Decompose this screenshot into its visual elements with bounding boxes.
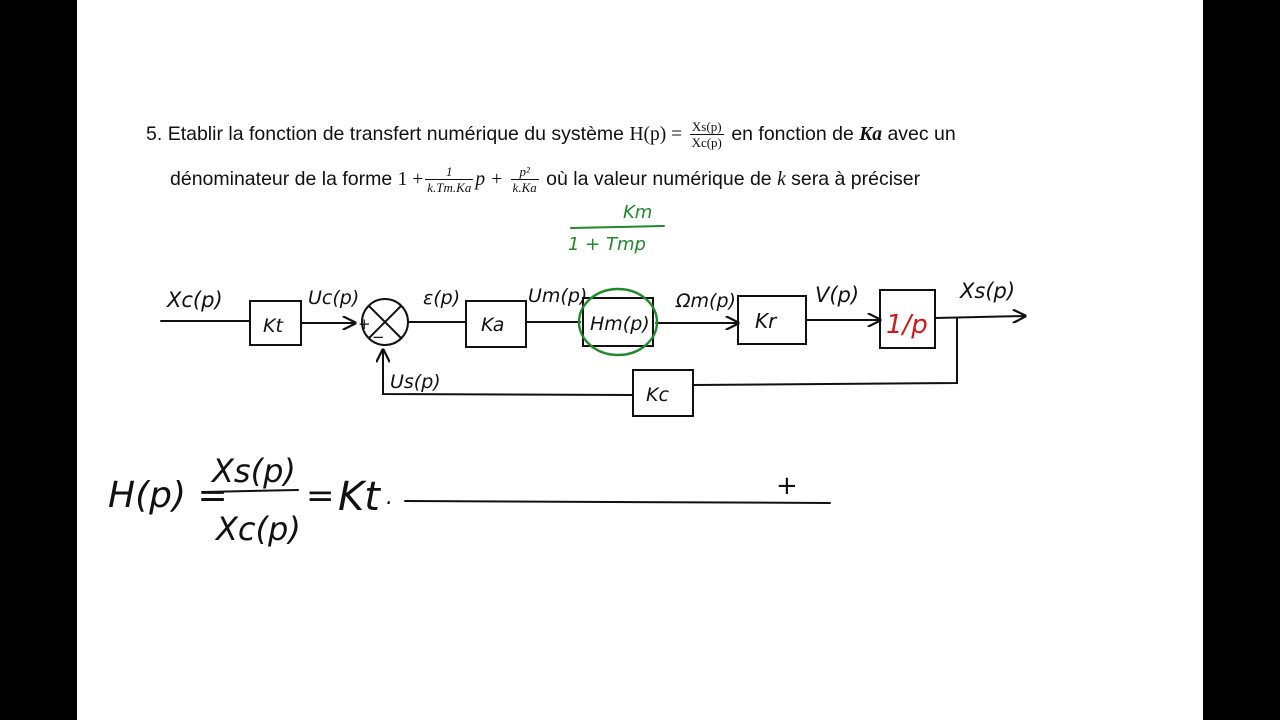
line-feedback-right <box>692 317 958 386</box>
block-kc-label: Kc <box>646 384 669 406</box>
question-text: 5. Etablir la fonction de transfert numé… <box>146 112 1146 202</box>
label-xc: Xc(p) <box>166 288 223 312</box>
hm-highlight-circle <box>577 287 659 357</box>
line-feedback-left <box>383 350 634 396</box>
equation-lhs: H(p) = <box>108 475 228 516</box>
frac2-num: p² <box>510 164 539 181</box>
block-kr-label: Kr <box>755 309 778 333</box>
denom-one-plus: 1 + <box>397 169 424 190</box>
block-kr <box>737 295 807 345</box>
h-lhs: H(p) = <box>629 124 683 145</box>
label-uc: Uc(p) <box>308 287 359 309</box>
denom-p-plus: p + <box>475 169 504 190</box>
summer-plus: + <box>358 315 371 333</box>
label-omega: Ωm(p) <box>675 290 736 312</box>
h-fraction: Xs(p)Xc(p) <box>689 119 724 151</box>
cursor-crosshair-icon: + <box>776 471 798 501</box>
equation-fraction-bar <box>203 489 299 493</box>
equation-blank-line <box>404 500 831 504</box>
label-um: Um(p) <box>528 285 587 307</box>
equation-numerator: Xs(p) <box>210 452 296 490</box>
frac1-num: 1 <box>425 164 474 181</box>
block-ka <box>465 300 527 348</box>
h-numerator: Xs(p) <box>689 119 724 136</box>
question-text-part: dénominateur de la forme <box>170 168 393 190</box>
annotation-denominator: 1 + Tmp <box>568 234 646 255</box>
frac1-den: k.Tm.Ka <box>427 180 472 196</box>
label-us: Us(p) <box>390 371 441 393</box>
block-hm <box>582 297 654 347</box>
annotation-numerator: Km <box>623 202 652 223</box>
equation-kt: Kt <box>338 474 381 520</box>
block-kc <box>632 369 694 417</box>
frac2-den: k.Ka <box>512 180 537 196</box>
question-number: 5. <box>146 123 163 145</box>
question-text-part: en fonction de <box>731 123 854 145</box>
slide-page <box>77 0 1203 720</box>
question-text-part: où la valeur numérique de <box>546 168 772 190</box>
block-integrator <box>879 289 936 349</box>
equation-dot: . <box>386 485 393 510</box>
equation-denominator: Xc(p) <box>214 510 301 548</box>
block-hm-label: Hm(p) <box>590 313 650 335</box>
line-xs <box>934 316 1025 318</box>
question-text-part: sera à préciser <box>791 168 921 190</box>
hm-annotation: Km 1 + Tmp <box>568 202 665 255</box>
equation-equals: = <box>306 476 335 516</box>
question-line-1: 5. Etablir la fonction de transfert numé… <box>146 112 1146 157</box>
block-kt <box>249 300 302 346</box>
question-text-part: Etablir la fonction de transfert numériq… <box>167 123 625 145</box>
summing-junction <box>361 298 409 346</box>
k-symbol: k <box>777 169 786 190</box>
block-integrator-label: 1/p <box>886 310 928 340</box>
label-eps: ε(p) <box>423 287 460 309</box>
label-xs: Xs(p) <box>959 279 1015 303</box>
annotation-fraction-bar <box>570 225 665 229</box>
block-kt-label: Kt <box>263 315 284 337</box>
summer-minus: − <box>372 328 385 346</box>
block-ka-label: Ka <box>481 314 504 336</box>
ka-symbol: Ka <box>859 124 883 145</box>
question-text-part: avec un <box>887 123 956 145</box>
h-denominator: Xc(p) <box>691 135 722 151</box>
label-v: V(p) <box>815 283 859 307</box>
